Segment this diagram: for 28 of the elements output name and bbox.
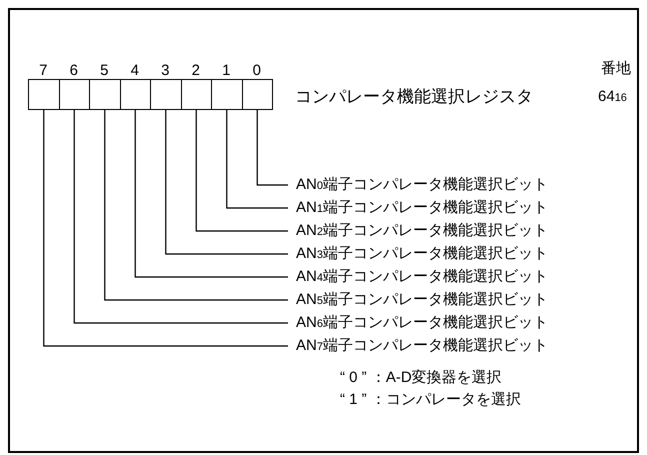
leader-line [43,110,288,347]
bit-number: 7 [38,62,48,80]
leader-line [256,110,288,186]
register-bit-cell [150,79,182,110]
note: “ 1 ” ：コンパレータを選択 [340,391,521,409]
leader-line [165,110,288,255]
bit-number: 5 [99,62,110,80]
address-label: 番地 [601,60,631,78]
bit-number: 3 [160,62,170,80]
bit-number: 4 [130,62,140,80]
bit-number: 2 [190,62,201,80]
bit-number: 1 [221,62,232,80]
note: “ 0 ” ：A-D変換器を選択 [340,369,502,387]
leader-line [196,110,288,232]
leader-line [74,110,288,324]
register-bit-cell [242,79,273,110]
register-bit-cell [58,79,90,110]
register-bit-cell [120,79,151,110]
leader-line [226,110,288,209]
bit-number: 0 [252,62,262,80]
register-bit-cell [180,79,212,110]
register-bit-cell [211,79,242,110]
register-bit-cell [28,79,60,110]
leader-line [104,110,288,301]
register-name: コンパレータ機能選択レジスタ [295,88,533,106]
register-bit-cell [89,79,120,110]
leader-line [134,110,288,278]
bit-number: 6 [68,62,79,80]
